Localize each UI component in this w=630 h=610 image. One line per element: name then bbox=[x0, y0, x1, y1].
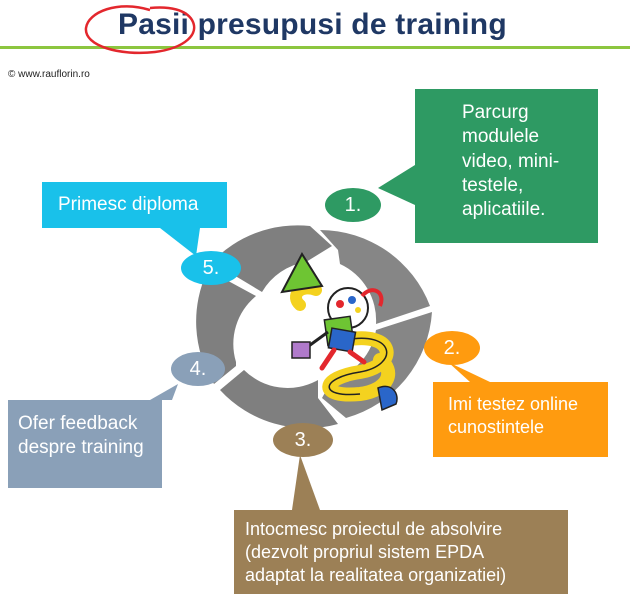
step-3-text: Intocmesc proiectul de absolvire (dezvol… bbox=[245, 519, 507, 586]
step-2-callout bbox=[424, 331, 608, 457]
step-2-text: Imi testez online cunostintele bbox=[448, 394, 579, 438]
step-1-text: Parcurg modulele video, mini- testele, a… bbox=[462, 102, 560, 221]
cycle-ring bbox=[196, 225, 432, 429]
step-5-callout bbox=[42, 182, 241, 285]
copyright-note: © www.rauflorin.ro bbox=[8, 69, 90, 80]
step-1-callout bbox=[325, 89, 598, 243]
title-divider bbox=[0, 46, 630, 49]
step-3-number: 3. bbox=[294, 429, 312, 451]
step-4-callout bbox=[8, 352, 225, 488]
step-3-callout bbox=[234, 423, 568, 594]
page-title: Pasii presupusi de training bbox=[118, 8, 507, 42]
step-4-number: 4. bbox=[189, 358, 207, 380]
title-rest: presupusi de training bbox=[197, 8, 507, 41]
step-5-number: 5. bbox=[202, 257, 220, 279]
step-5-text: Primesc diploma bbox=[58, 194, 199, 215]
step-4-text: Ofer feedback despre training bbox=[18, 413, 144, 459]
step-2-number: 2. bbox=[443, 337, 461, 359]
step-1-number: 1. bbox=[344, 194, 362, 216]
title-emphasis: Pasii bbox=[118, 8, 190, 41]
cartoon-figure-image bbox=[280, 251, 398, 412]
highlight-circle-mark bbox=[84, 5, 196, 55]
